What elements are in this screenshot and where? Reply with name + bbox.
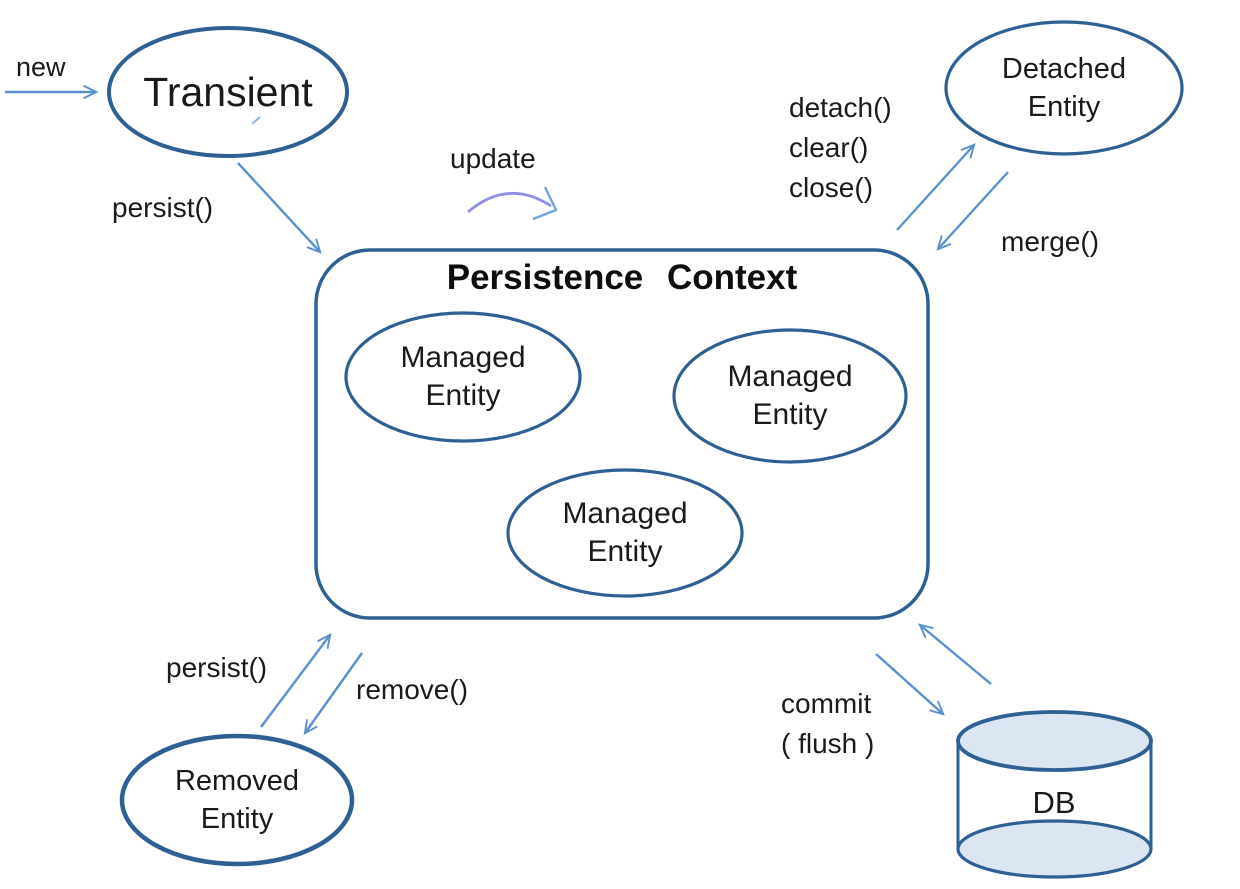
clear-label: clear() bbox=[789, 132, 869, 163]
transient-ellipse bbox=[107, 26, 349, 158]
persist-top-arrow bbox=[237, 162, 322, 254]
detached-line1: Detached bbox=[1001, 53, 1127, 85]
db-to-context-arrow bbox=[918, 623, 992, 685]
remove-label: remove() bbox=[356, 674, 469, 705]
stray-tick-mark bbox=[251, 116, 261, 125]
managed1-line1: Managed bbox=[400, 341, 526, 374]
managed3-line1: Managed bbox=[562, 497, 688, 530]
removed-entity-node-label: Removed Entity bbox=[122, 736, 352, 864]
transient-node-label: Transient bbox=[109, 28, 347, 156]
managed3-line2: Entity bbox=[587, 535, 663, 568]
detached-entity-ellipse bbox=[944, 20, 1184, 156]
flush-label: ( flush ) bbox=[781, 728, 875, 759]
db-node-label: DB bbox=[1032, 785, 1076, 820]
commit-flush-labels: commit ( flush ) bbox=[781, 684, 874, 764]
remove-arrow bbox=[303, 652, 363, 736]
managed2-line2: Entity bbox=[752, 398, 828, 431]
merge-label: merge() bbox=[1001, 226, 1100, 257]
db-cylinder-bottom bbox=[956, 819, 1153, 879]
commit-flush-arrow bbox=[875, 653, 945, 716]
managed-entity-3-label: Managed Entity bbox=[508, 470, 742, 596]
detach-label: detach() bbox=[789, 92, 892, 123]
merge-arrow bbox=[936, 171, 1009, 251]
new-label: new bbox=[16, 52, 66, 82]
persist-bottom-arrow bbox=[260, 632, 332, 728]
update-arrow-arc bbox=[467, 192, 552, 214]
update-label: update bbox=[450, 143, 536, 174]
detached-entity-node-label: Detached Entity bbox=[946, 24, 1182, 152]
managed-entity-2-label: Managed Entity bbox=[674, 330, 906, 462]
transient-text: Transient bbox=[143, 68, 313, 115]
removed-line1: Removed bbox=[174, 765, 300, 797]
detach-arrow bbox=[896, 143, 976, 231]
persist-bottom-label: persist() bbox=[166, 652, 268, 683]
managed-entity-3-ellipse bbox=[506, 468, 744, 598]
close-label: close() bbox=[789, 172, 874, 203]
update-arrowhead bbox=[532, 186, 558, 221]
db-cylinder bbox=[956, 710, 1153, 879]
managed-entity-1-ellipse bbox=[344, 311, 582, 443]
persist-top-label: persist() bbox=[112, 192, 214, 223]
managed-entity-1-label: Managed Entity bbox=[346, 313, 580, 441]
removed-entity-ellipse bbox=[119, 733, 355, 867]
managed1-line2: Entity bbox=[425, 379, 501, 412]
commit-label: commit bbox=[781, 688, 872, 719]
removed-line2: Entity bbox=[200, 803, 274, 835]
persistence-context-title: Persistence Context bbox=[446, 258, 798, 297]
detached-line2: Entity bbox=[1027, 91, 1101, 123]
detach-clear-close-labels: detach() clear() close() bbox=[789, 88, 892, 208]
managed2-line1: Managed bbox=[727, 360, 853, 393]
db-cylinder-top bbox=[956, 710, 1153, 772]
managed-entity-2-ellipse bbox=[672, 328, 908, 464]
